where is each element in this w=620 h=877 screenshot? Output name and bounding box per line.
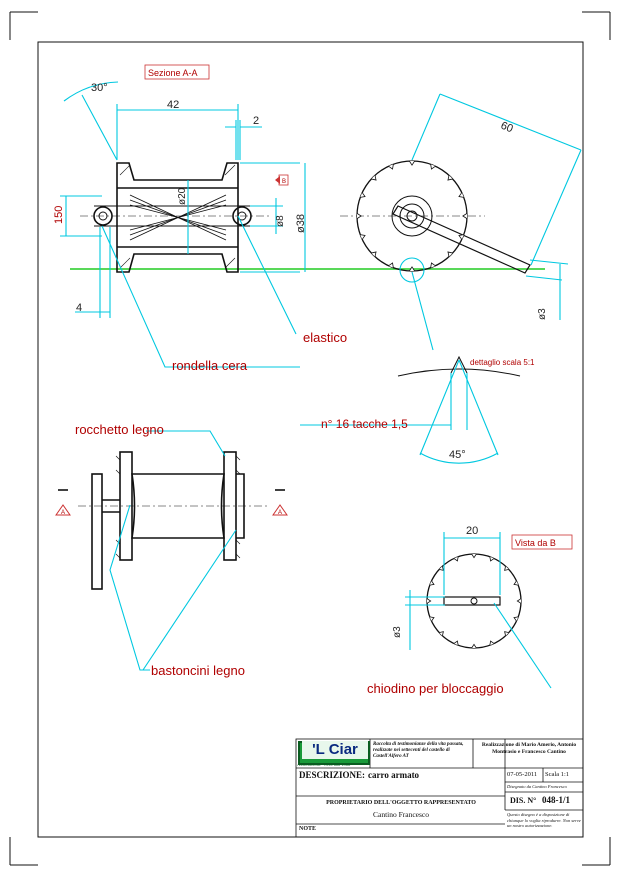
wheel-notch: [429, 616, 435, 622]
wheel-notch: [360, 234, 366, 240]
wheel-notch: [453, 640, 459, 646]
hatch-lines: [119, 164, 236, 269]
dim-42: 42: [167, 99, 179, 111]
label-bastoncini: bastoncini legno: [151, 663, 245, 678]
label-chiodino: chiodino per bloccaggio: [367, 681, 504, 696]
wheel-notch: [356, 213, 362, 219]
spool-front-view: [91, 451, 245, 590]
wheel-notch: [371, 251, 377, 257]
spool-front-ticks: [115, 455, 241, 559]
wheel-teeth-side: [356, 160, 468, 272]
dis-label: DIS. N°: [510, 796, 537, 805]
wheel-notch: [489, 640, 495, 646]
wheel-notch: [360, 192, 366, 198]
wheel-notch: [458, 192, 464, 198]
dim-60: 60: [499, 120, 515, 136]
view-marker-b: B: [275, 174, 289, 186]
wheel-notch: [429, 580, 435, 586]
wheel-notch: [504, 566, 509, 571]
wheel-notch: [371, 175, 377, 181]
detail-dims: [300, 359, 499, 464]
svg-text:A: A: [278, 510, 282, 516]
dim-3b: ø3: [392, 626, 403, 638]
scale-value: Scala 1:1: [545, 771, 570, 778]
dim-20: ø20: [177, 187, 188, 205]
label-rondella: rondella cera: [172, 358, 248, 373]
detail-notch: [397, 355, 521, 377]
wheel-notch: [513, 616, 519, 622]
logo-text: 'L Ciar: [302, 741, 368, 759]
dim-4: 4: [76, 302, 82, 314]
wheel-notch: [388, 164, 394, 170]
wheel-notch: [453, 556, 459, 562]
label-rocchetto: rocchetto legno: [75, 422, 164, 437]
wheel-notch: [516, 598, 522, 604]
collection-text: Raccolta di testimonianze della vita pas…: [373, 742, 464, 759]
spool-section: [116, 162, 239, 273]
dim-3a: ø3: [537, 308, 548, 320]
wheel-notch: [504, 631, 509, 636]
wheel-notch: [430, 262, 436, 268]
drawing-border: [37, 41, 584, 838]
description-label: DESCRIZIONE:: [299, 770, 366, 780]
dim-20b: 20: [466, 525, 478, 537]
wheel-notch: [471, 643, 477, 649]
view-marker-a-left: A: [55, 489, 71, 516]
dimension-lines-section: [60, 81, 306, 368]
wheel-notch: [513, 580, 519, 586]
svg-text:B: B: [282, 179, 286, 185]
svg-text:A: A: [61, 510, 65, 516]
wheel-teeth-b: [426, 553, 522, 649]
wheel-notch: [388, 262, 394, 268]
title-block-frame: [295, 738, 584, 838]
view-b-label-box: [511, 534, 573, 550]
wheel-notch: [409, 266, 415, 272]
logo-subtitle: Associazione "Cera una volta": [297, 762, 353, 767]
dim-38: ø38: [295, 214, 307, 233]
wheel-notch: [430, 164, 436, 170]
authors-text: Realizzazione di Mario Amerio, Antonio M…: [481, 742, 577, 755]
crop-marks: [9, 11, 611, 866]
wheel-notch: [458, 234, 464, 240]
dimension-lines-b: [405, 532, 552, 689]
wheel-notch: [489, 556, 495, 562]
wheel-notch: [471, 553, 477, 559]
wheel-notch: [409, 160, 415, 166]
wheel-notch: [439, 566, 444, 571]
dimension-lines-side: [411, 93, 582, 351]
drawn-by: Disegnato da Cantino Francesco: [507, 784, 567, 789]
dis-value: 048-1/1: [542, 795, 570, 805]
wheel-notch: [462, 213, 468, 219]
view-b-label: Vista da B: [515, 538, 556, 548]
label-elastico: elastico: [303, 330, 347, 345]
section-label-box: [144, 64, 210, 80]
wheel-side-view: [340, 160, 531, 274]
date-value: 07-05-2011: [507, 771, 538, 778]
leaders-front: [109, 430, 237, 671]
wheel-notch: [426, 598, 432, 604]
dim-150: 150: [53, 206, 65, 224]
wheel-notch: [447, 175, 453, 181]
note-label: NOTE: [299, 826, 317, 832]
label-dettaglio: dettaglio scala 5:1: [470, 358, 535, 367]
dim-2: 2: [253, 115, 259, 127]
description-value: carro armato: [368, 770, 420, 780]
view-marker-a-right: A: [272, 489, 288, 516]
owner-label: PROPRIETARIO DELL'OGGETTO RAPPRESENTATO: [326, 800, 476, 806]
dim-30deg: 30°: [91, 82, 108, 94]
label-tacche: n° 16 tacche 1,5: [321, 417, 408, 431]
dim-45deg: 45°: [449, 449, 466, 461]
notice-text: Questo disegno è a disposizione di chiun…: [507, 812, 581, 828]
wheel-notch: [447, 251, 453, 257]
dim-8: ø8: [275, 215, 286, 227]
owner-value: Cantino Francesco: [372, 810, 430, 819]
section-label: Sezione A-A: [148, 68, 198, 78]
wheel-notch: [439, 631, 444, 636]
